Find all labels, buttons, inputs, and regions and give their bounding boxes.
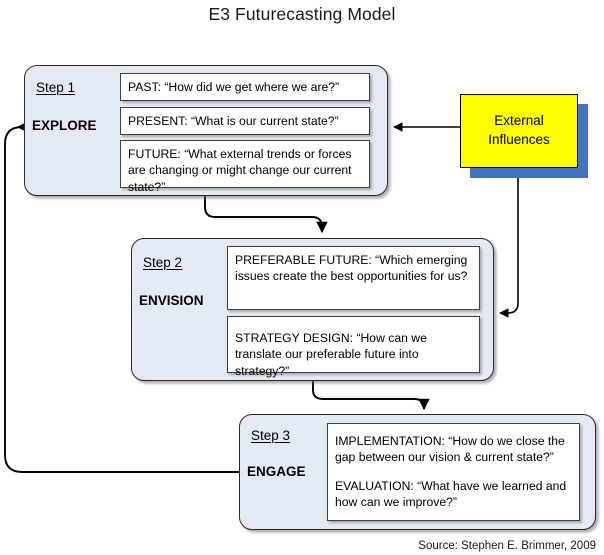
step-2-item-preferable-future[interactable]: PREFERABLE FUTURE: “Which emerging issue…: [227, 246, 480, 310]
step-1-item-future-text: FUTURE: “What external trends or forces …: [128, 147, 352, 194]
step-3-items[interactable]: IMPLEMENTATION: “How do we close the gap…: [327, 423, 580, 521]
step-3-label: Step 3: [251, 428, 291, 443]
connector-external-to-step2: [499, 168, 519, 318]
page-title: E3 Futurecasting Model: [208, 4, 396, 24]
step-3-item-evaluation-text: EVALUATION: “What have we learned and ho…: [335, 478, 567, 510]
step-3-verb: ENGAGE: [247, 464, 306, 479]
step-1-verb: EXPLORE: [32, 118, 97, 133]
source-note: Source: Stephen E. Brimmer, 2009: [418, 540, 596, 552]
external-influences-line-1: External: [494, 113, 544, 129]
step-1-label: Step 1: [36, 80, 76, 95]
step-1-item-present-text: PRESENT: “What is our current state?”: [128, 114, 339, 128]
step-2-item-preferable-future-text: PREFERABLE FUTURE: “Which emerging issue…: [235, 253, 468, 284]
step-1-item-future[interactable]: FUTURE: “What external trends or forces …: [120, 140, 370, 194]
step-3-item-implementation-text: IMPLEMENTATION: “How do we close the gap…: [335, 434, 565, 465]
step-2-item-strategy-design[interactable]: STRATEGY DESIGN: “How can we translate o…: [227, 316, 480, 378]
connector-step1-to-step2: [204, 196, 328, 234]
step-2-item-strategy-design-text: STRATEGY DESIGN: “How can we translate o…: [235, 331, 427, 378]
external-influences-line-2: Influences: [488, 132, 550, 147]
step-2-label: Step 2: [143, 255, 183, 270]
step-2-verb: ENVISION: [139, 293, 204, 308]
step-1-item-past-text: PAST: “How did we get where we are?”: [128, 80, 340, 94]
step-1-item-present[interactable]: PRESENT: “What is our current state?”: [120, 107, 370, 135]
external-influences-box[interactable]: External Influences: [460, 94, 578, 168]
connector-step2-to-step3: [312, 381, 430, 411]
step-1-item-past[interactable]: PAST: “How did we get where we are?”: [120, 73, 370, 101]
external-influences-text: External Influences: [488, 112, 550, 149]
